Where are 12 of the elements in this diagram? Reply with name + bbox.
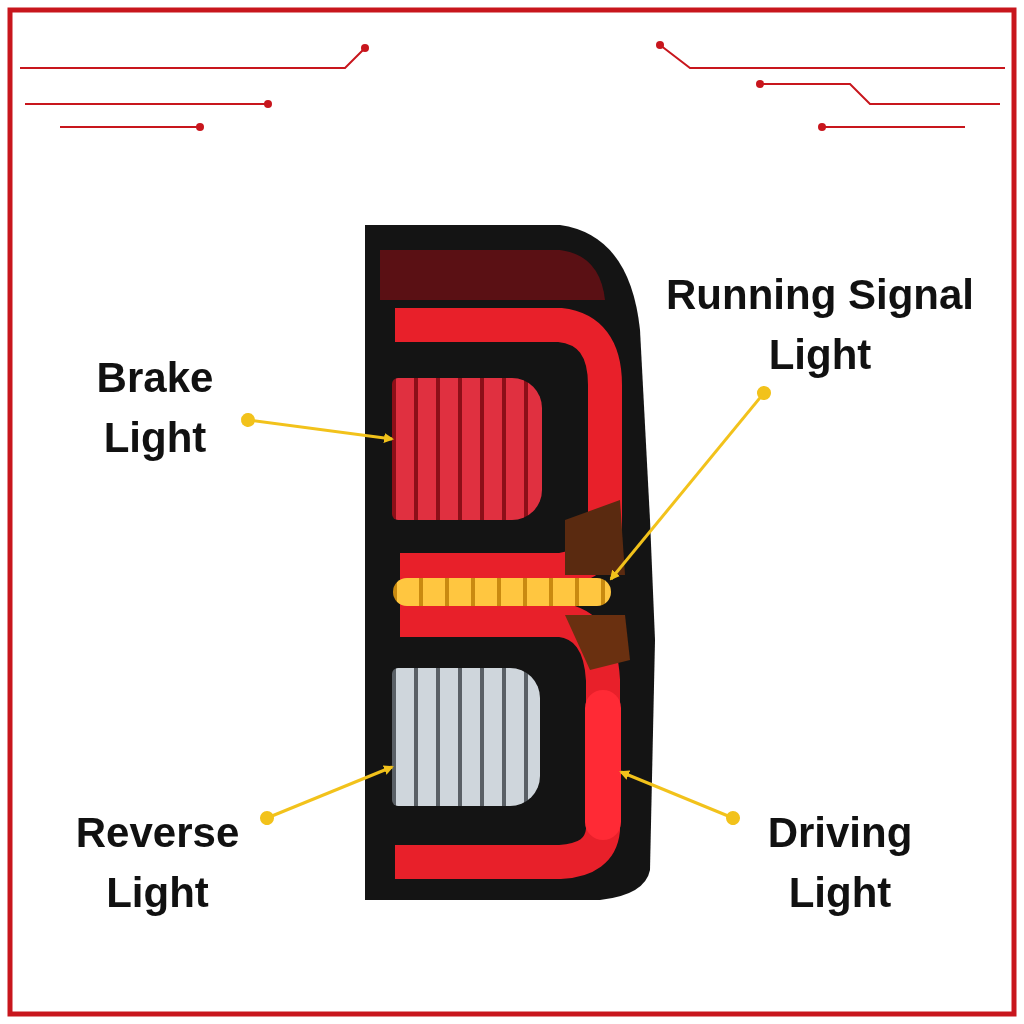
callout-label: Brake Light bbox=[70, 345, 240, 470]
leader-arrow bbox=[241, 413, 394, 443]
callout-label: Reverse Light bbox=[55, 800, 260, 925]
lamp-section bbox=[392, 668, 540, 806]
lamp-section bbox=[392, 378, 542, 520]
callout-label: Driving Light bbox=[740, 800, 940, 925]
leader-arrow bbox=[619, 770, 740, 825]
light-bar bbox=[393, 578, 611, 606]
callout-label: Running Signal Light bbox=[665, 262, 975, 387]
leader-arrow bbox=[260, 765, 394, 825]
light-bar bbox=[585, 690, 621, 840]
leader-arrow bbox=[609, 386, 771, 581]
